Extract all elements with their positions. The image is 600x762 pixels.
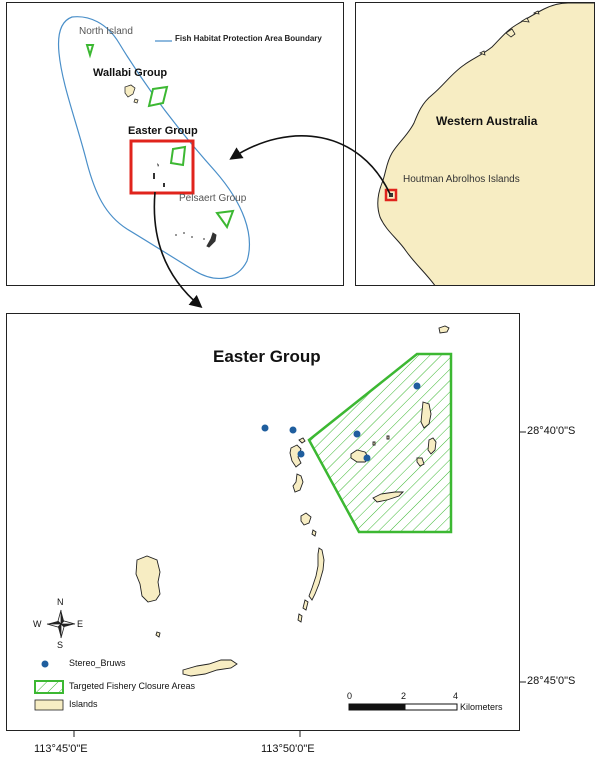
bruvs-point: [289, 426, 297, 434]
detail-map-title: Easter Group: [213, 347, 321, 366]
abrolhos-location-dot: [389, 193, 393, 197]
north-island-closure-area: [85, 44, 95, 59]
scale-tick-2: 2: [401, 691, 407, 701]
compass-e-label: E: [77, 619, 84, 629]
legend-closure-swatch: [34, 680, 64, 694]
compass-n-label: N: [57, 597, 64, 607]
easter-group-label-overview: Easter Group: [128, 125, 198, 137]
wallabi-group-label: Wallabi Group: [93, 67, 168, 79]
locator-map-panel: Western Australia Houtman Abrolhos Islan…: [355, 2, 595, 286]
boundary-legend-label: Fish Habitat Protection Area Boundary: [175, 34, 322, 43]
lon-label-50: 113°50'0"E: [261, 743, 315, 755]
bruvs-point: [363, 454, 371, 462]
bruvs-point: [261, 424, 269, 432]
legend-closure-label: Targeted Fishery Closure Areas: [69, 681, 196, 691]
stereo-bruvs-points: [261, 382, 421, 462]
wallabi-islands: [124, 84, 139, 104]
bruvs-point: [413, 382, 421, 390]
pelsaert-closure-area: [215, 209, 235, 230]
legend-islands-swatch: [34, 699, 64, 711]
western-australia-landmass: [377, 3, 594, 285]
western-australia-label: Western Australia: [436, 114, 538, 128]
houtman-abrolhos-label: Houtman Abrolhos Islands: [403, 174, 520, 185]
kimberley-coast-detail: [479, 10, 540, 56]
lat-label-40: 28°40'0"S: [527, 425, 576, 437]
easter-closure-area: [169, 145, 187, 167]
scale-tick-4: 4: [453, 691, 459, 701]
targeted-fishery-closure-area: [307, 352, 453, 534]
legend-bruvs-swatch: [41, 660, 49, 668]
legend-bruvs-label: Stereo_Bruws: [69, 658, 126, 668]
easter-group-islands: [135, 325, 450, 677]
bruvs-point: [297, 450, 305, 458]
abrolhos-location-box: [384, 188, 398, 202]
wallabi-closure-area: [147, 85, 169, 108]
north-island-label: North Island: [79, 26, 133, 37]
north-arrow-compass: [46, 609, 76, 639]
pelsaert-islands: [175, 232, 217, 248]
easter-islands-small: [153, 163, 165, 187]
locator-map-canvas: [377, 3, 594, 285]
scale-unit-label: Kilometers: [460, 702, 503, 712]
lon-label-45: 113°45'0"E: [34, 743, 88, 755]
fish-habitat-boundary: [57, 16, 251, 279]
detail-map-panel: Easter Group N S E W Stereo_Bruws Target…: [6, 313, 520, 731]
scale-tick-0: 0: [347, 691, 353, 701]
scale-bar: [348, 703, 458, 711]
legend-islands-label: Islands: [69, 699, 98, 709]
bruvs-point: [353, 430, 361, 438]
detail-map-canvas: [34, 325, 458, 711]
compass-s-label: S: [57, 640, 64, 650]
lat-label-45: 28°45'0"S: [527, 675, 576, 687]
overview-map-panel: North Island Fish Habitat Protection Are…: [6, 2, 344, 286]
compass-w-label: W: [33, 619, 42, 629]
overview-map-canvas: [57, 16, 251, 279]
pelsaert-group-label: Pelsaert Group: [179, 193, 247, 204]
